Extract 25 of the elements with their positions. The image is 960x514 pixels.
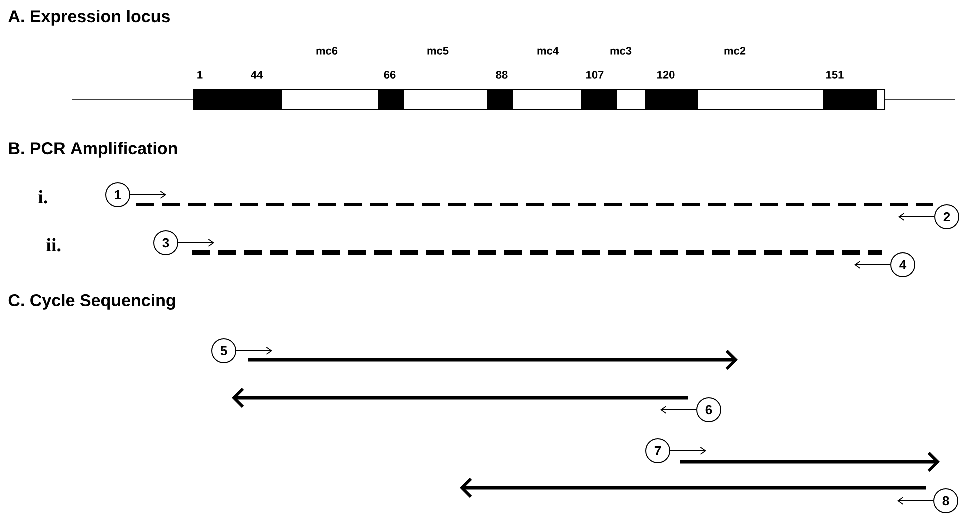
label: 1: [198, 71, 203, 79]
label: mc6: [316, 47, 338, 55]
label: 66: [384, 71, 396, 79]
primer-arrow: [898, 213, 935, 221]
label: 44: [251, 71, 264, 79]
label: 120: [658, 71, 675, 79]
label: B. PCR Amplification: [9, 142, 178, 158]
primer-arrow: [178, 239, 214, 247]
label: A. Expression locus: [8, 10, 170, 26]
primer-arrow: [854, 261, 891, 269]
primer-arrow: [670, 447, 706, 455]
label: mc3: [610, 47, 632, 55]
label: mc2: [724, 47, 746, 55]
primer-arrow: [660, 406, 697, 414]
label: mc5: [428, 47, 449, 55]
primer-arrow: [898, 497, 934, 505]
label: ii.: [46, 238, 61, 252]
label: 107: [586, 71, 604, 79]
primer-arrow: [236, 347, 272, 355]
label: i.: [38, 190, 48, 204]
label: 151: [826, 71, 844, 79]
label: 88: [496, 71, 508, 79]
label: mc4: [538, 47, 559, 55]
label: C. Cycle Sequencing: [8, 294, 176, 310]
primer-arrow: [130, 191, 166, 199]
